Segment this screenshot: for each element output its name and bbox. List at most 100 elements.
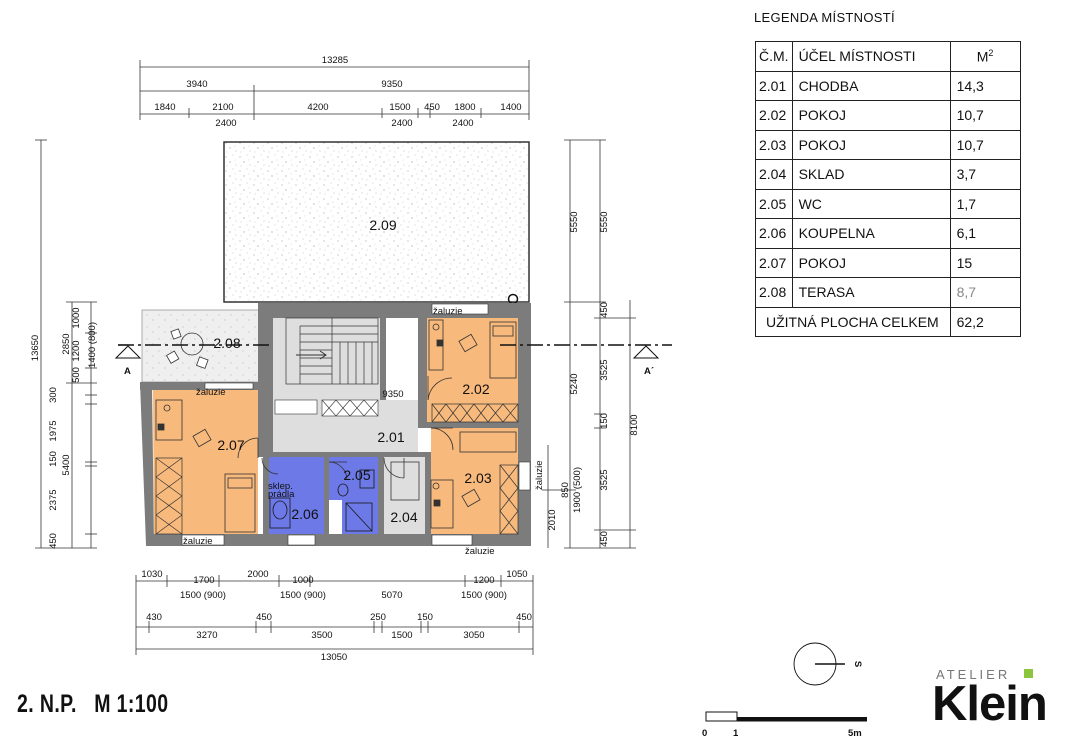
- legend-header-area: M2: [949, 41, 1021, 72]
- legend-area: 1,7: [949, 188, 1021, 219]
- room-legend-table: Č.M. ÚČEL MÍSTNOSTI M2 2.01 CHODBA 14,3 …: [755, 41, 1021, 337]
- dim-left-c3: 1000: [71, 307, 82, 328]
- dim-top-r4: 2400: [215, 118, 236, 129]
- dim-left-c3: 300: [48, 387, 59, 403]
- right-dimensions: [542, 139, 636, 549]
- dim-top-total: 13285: [322, 55, 348, 66]
- legend-header-num: Č.M.: [755, 41, 793, 72]
- legend-purpose: SKLAD: [791, 159, 951, 190]
- legend-row: 2.05 WC 1,7: [755, 188, 1021, 219]
- room-201: [273, 318, 418, 452]
- legend-row: 2.08 TERASA 8,7: [755, 277, 1021, 308]
- dim-top-r3: 2100: [212, 102, 233, 113]
- dim-bottom-r1b: 1500 (900): [180, 590, 226, 601]
- legend-area: 14,3: [949, 70, 1021, 101]
- legend-row: 2.06 KOUPELNA 6,1: [755, 218, 1021, 249]
- dim-left-total: 13650: [30, 335, 41, 361]
- room-label-205: 2.05: [343, 467, 370, 483]
- wardrobe-207: [155, 457, 183, 535]
- dim-bottom-r1: 1200: [473, 575, 494, 586]
- room-label-206: 2.06: [291, 506, 318, 522]
- blinds-label: žaluzie: [465, 546, 495, 557]
- legend-purpose: POKOJ: [791, 129, 951, 160]
- room-label-209: 2.09: [369, 217, 396, 233]
- dim-right-c4: 8100: [629, 414, 640, 435]
- dim-right-c3: 450: [599, 531, 610, 547]
- legend-row: 2.03 POKOJ 10,7: [755, 129, 1021, 160]
- wardrobe-203: [499, 464, 519, 535]
- dim-left-c2: 5400: [61, 454, 72, 475]
- dim-left-c3: 2375: [48, 489, 59, 510]
- logo-text-big: Klein: [932, 677, 1048, 731]
- legend-num: 2.04: [755, 159, 793, 190]
- terrace-chair-icon: [196, 356, 209, 369]
- legend-header-purpose: ÚČEL MÍSTNOSTI: [791, 41, 951, 72]
- room-205b: [342, 500, 378, 534]
- dim-left-c3: 450: [48, 533, 59, 549]
- legend-purpose: CHODBA: [791, 70, 951, 101]
- dim-bottom-r1: 1700: [193, 575, 214, 586]
- dim-right-c1: 850: [560, 482, 571, 498]
- dim-top-r2b: 9350: [381, 79, 402, 90]
- dim-top-r2a: 3940: [186, 79, 207, 90]
- legend-row: 2.04 SKLAD 3,7: [755, 159, 1021, 190]
- left-dimensions: [35, 139, 97, 549]
- scale-label-zero: 0: [702, 728, 707, 739]
- dim-top-r3: 1840: [154, 102, 175, 113]
- legend-area: 10,7: [949, 129, 1021, 160]
- room-label-208: 2.08: [213, 335, 240, 351]
- dim-right-c1: 5550: [569, 211, 580, 232]
- dim-top-r3: 1800: [454, 102, 475, 113]
- dim-bottom-r1: 2000: [247, 569, 268, 580]
- staircase: [285, 317, 379, 385]
- dim-left-c4: 1400 (800): [87, 322, 98, 368]
- terrace-chair-icon: [170, 328, 182, 340]
- north-label: S: [852, 661, 863, 667]
- terrace-208: [141, 309, 261, 383]
- dim-right-c1: 1900 (500): [572, 467, 583, 513]
- doors: [237, 376, 454, 501]
- dim-bottom-r1: 1050: [506, 569, 527, 580]
- dim-left-c2: 2850: [61, 333, 72, 354]
- room-label-202: 2.02: [462, 381, 489, 397]
- corridor-cabinet: [274, 399, 379, 417]
- bathroom-fixtures: [269, 469, 375, 532]
- room-label-207: 2.07: [217, 437, 244, 453]
- section-label-left: A: [124, 366, 131, 377]
- blinds-label: žaluzie: [534, 460, 545, 490]
- dim-bottom-r1b: 1500 (900): [280, 590, 326, 601]
- legend-total-value: 62,2: [949, 306, 1021, 337]
- legend-purpose: POKOJ: [791, 100, 951, 131]
- legend-num: 2.01: [755, 70, 793, 101]
- legend-row: 2.02 POKOJ 10,7: [755, 100, 1021, 131]
- legend-area: 15: [949, 247, 1021, 278]
- dim-bottom-total: 13050: [321, 652, 347, 663]
- dim-bottom-r2: 430: [146, 612, 162, 623]
- dim-right-c3: 5550: [599, 211, 610, 232]
- dim-top-r3: 4200: [307, 102, 328, 113]
- legend-num: 2.02: [755, 100, 793, 131]
- legend-total-row: UŽITNÁ PLOCHA CELKEM 62,2: [755, 306, 1021, 337]
- room-206: [269, 457, 324, 534]
- blinds-label: žaluzie: [433, 306, 463, 317]
- dim-right-c3: 450: [599, 302, 610, 318]
- room-label-204: 2.04: [390, 509, 417, 525]
- dim-left-c3: 1200: [71, 340, 82, 361]
- legend-num: 2.08: [755, 277, 793, 308]
- shower-text: prádla: [268, 489, 295, 500]
- legend-row: 2.07 POKOJ 15: [755, 247, 1021, 278]
- corridor-dim-label: 9350: [382, 389, 403, 400]
- terrace-table-icon: [180, 332, 204, 356]
- section-marker-right: [632, 345, 660, 359]
- dim-top-r4: 2400: [452, 118, 473, 129]
- legend-title: LEGENDA MÍSTNOSTÍ: [754, 10, 895, 25]
- dim-top-r3: 450: [424, 102, 440, 113]
- dim-top-r4: 2400: [391, 118, 412, 129]
- room-label-201: 2.01: [377, 429, 404, 445]
- legend-header-row: Č.M. ÚČEL MÍSTNOSTI M2: [755, 41, 1021, 72]
- dim-bottom-r1: 1000: [292, 575, 313, 586]
- legend-total-label: UŽITNÁ PLOCHA CELKEM: [755, 306, 951, 337]
- windows: [181, 303, 531, 546]
- scale-bar: [705, 711, 867, 722]
